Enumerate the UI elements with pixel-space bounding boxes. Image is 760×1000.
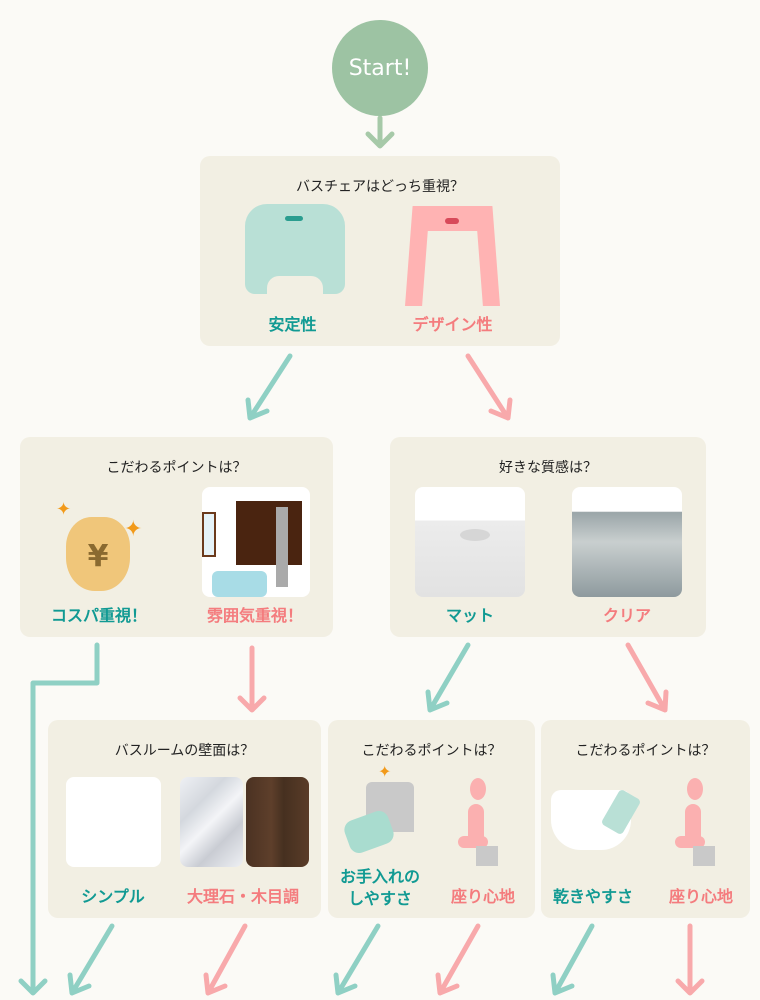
stable-chair-image: [245, 204, 345, 294]
option-design[interactable]: デザイン性: [412, 315, 493, 334]
question-text: バスチェアはどっち重視？: [296, 179, 464, 195]
option-simple[interactable]: シンプル: [81, 887, 145, 906]
question-point-c: こだわるポイントは？ 乾きやすさ 座り心地: [541, 720, 750, 918]
option-matte[interactable]: マット: [445, 606, 494, 625]
sitting-person-icon: [450, 778, 510, 868]
option-atmosphere[interactable]: 雰囲気重視！: [206, 606, 303, 625]
question-text: 好きな質感は？: [499, 460, 597, 476]
question-text: こだわるポイントは？: [106, 460, 247, 476]
arrow-out-6: [675, 923, 705, 996]
arrow-q2b-left: [425, 642, 471, 713]
option-stability[interactable]: 安定性: [268, 315, 317, 334]
arrow-out-3: [333, 923, 381, 996]
start-node: Start!: [332, 20, 428, 116]
arrow-q2b-right: [625, 642, 669, 713]
option-clear[interactable]: クリア: [602, 606, 651, 625]
white-wall-swatch: [66, 777, 161, 867]
arrow-q2a-right: [237, 645, 267, 713]
question-texture: 好きな質感は？ マット クリア: [390, 437, 706, 637]
money-bag-icon: ¥: [66, 517, 130, 591]
bathroom-image: [202, 487, 310, 597]
arrow-out-2: [203, 923, 248, 996]
option-marble-wood[interactable]: 大理石・木目調: [186, 887, 299, 906]
arrow-q1-left: [245, 353, 293, 421]
arrow-out-4: [435, 923, 481, 996]
arrow-out-1: [67, 923, 115, 996]
sparkle-icon: ✦: [56, 499, 72, 520]
question-point-a: こだわるポイントは？ ¥ ✦ ✦ コスパ重視！ 雰囲気重視！: [20, 437, 333, 637]
option-cost[interactable]: コスパ重視！: [50, 606, 147, 625]
marble-wall-swatch: [180, 777, 243, 867]
matte-chair-image: [415, 487, 525, 597]
question-text: バスルームの壁面は？: [114, 743, 255, 759]
question-wall: バスルームの壁面は？ シンプル 大理石・木目調: [48, 720, 321, 918]
sparkle-icon: ✦: [378, 762, 392, 781]
option-comfort[interactable]: 座り心地: [450, 887, 515, 906]
arrow-q2a-left: [18, 642, 100, 996]
question-text: こだわるポイントは？: [361, 743, 502, 759]
design-chair-image: [405, 206, 500, 306]
arrow-start: [365, 115, 395, 149]
option-comfort[interactable]: 座り心地: [668, 887, 733, 906]
option-easy-cleaning[interactable]: お手入れの しやすさ: [339, 867, 420, 908]
clear-chair-image: [572, 487, 682, 597]
question-point-b: こだわるポイントは？ ✦ お手入れの しやすさ 座り心地: [328, 720, 535, 918]
sparkle-icon: ✦: [124, 517, 143, 542]
arrow-out-5: [550, 923, 595, 996]
question-chair-priority: バスチェアはどっち重視？ 安定性 デザイン性: [200, 156, 560, 346]
wood-wall-swatch: [246, 777, 309, 867]
sitting-person-icon: [667, 778, 727, 868]
arrow-q1-right: [465, 353, 513, 421]
option-quick-drying[interactable]: 乾きやすさ: [552, 887, 633, 906]
question-text: こだわるポイントは？: [575, 743, 716, 759]
